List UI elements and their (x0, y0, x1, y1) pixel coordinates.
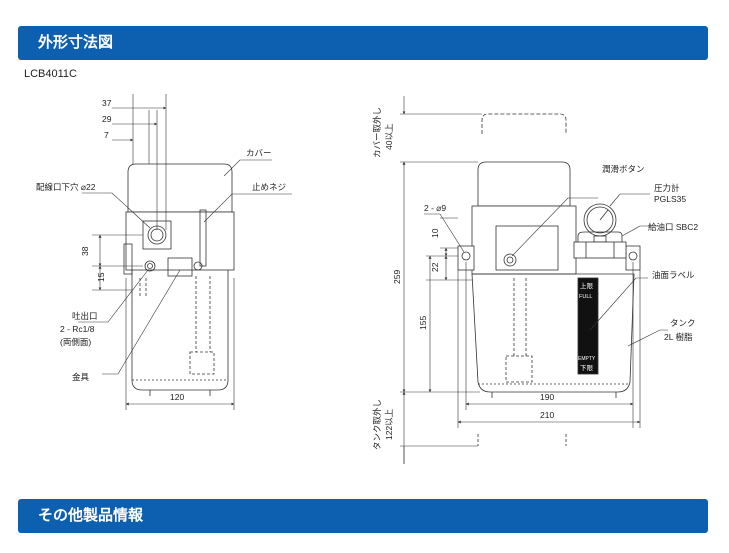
label-cover: カバー (246, 148, 272, 158)
label-tank-material: 2L 樹脂 (664, 332, 693, 342)
dim-tank-removal: 122以上 (384, 408, 394, 440)
label-lower-limit: 下限 (580, 363, 594, 372)
dim-190: 190 (540, 392, 554, 402)
section-header-other-info: その他製品情報 (18, 499, 708, 533)
dim-210: 210 (540, 410, 554, 420)
dim-7: 7 (104, 130, 109, 140)
right-view-labels: カバー取外し 40以上 259 155 10 22 タンク取外し 122以上 1… (372, 107, 698, 450)
label-wiring-hole: 配線口下穴 ⌀22 (36, 182, 96, 192)
label-gauge-model: PGLS35 (654, 194, 686, 204)
label-full: FULL (579, 294, 592, 300)
left-view-labels: 37 29 7 38 15 120 カバー 配線口下穴 ⌀22 止めネジ 吐出口… (36, 98, 286, 402)
label-outlet-spec: 2 - Rc1/8 (60, 324, 95, 334)
label-upper-limit: 上限 (580, 281, 594, 290)
model-number: LCB4011C (24, 68, 77, 80)
dim-15: 15 (96, 272, 106, 282)
label-fill-port: 給油口 SBC2 (648, 222, 698, 232)
dim-259: 259 (392, 270, 402, 284)
dim-38: 38 (80, 246, 90, 256)
dim-10: 10 (430, 228, 440, 238)
label-outlet-sides: (両側面) (60, 337, 91, 347)
dim-cover-removal: 40以上 (384, 123, 394, 150)
right-view (400, 96, 668, 464)
dim-37: 37 (102, 98, 112, 108)
label-gauge: 圧力計 (654, 183, 680, 193)
label-empty: EMPTY (578, 356, 596, 362)
label-outlet: 吐出口 (72, 311, 98, 321)
dim-29: 29 (102, 114, 112, 124)
dim-155: 155 (418, 316, 428, 330)
section-header-dimensions: 外形寸法図 (18, 26, 708, 60)
dim-120: 120 (170, 392, 184, 402)
dim-cover-removal-title: カバー取外し (372, 107, 382, 158)
section-title: その他製品情報 (38, 507, 144, 524)
dim-tank-removal-title: タンク取外し (372, 399, 382, 450)
label-lube-button: 潤滑ボタン (602, 164, 645, 174)
label-stop-screw: 止めネジ (252, 182, 286, 192)
dim-22: 22 (430, 262, 440, 272)
label-mount-hole: 2 - ⌀9 (424, 203, 446, 213)
label-fitting: 金具 (72, 372, 90, 382)
left-view (78, 94, 292, 410)
section-title: 外形寸法図 (38, 34, 114, 51)
label-tank: タンク (670, 318, 696, 328)
label-level-label: 油面ラベル (652, 270, 695, 280)
